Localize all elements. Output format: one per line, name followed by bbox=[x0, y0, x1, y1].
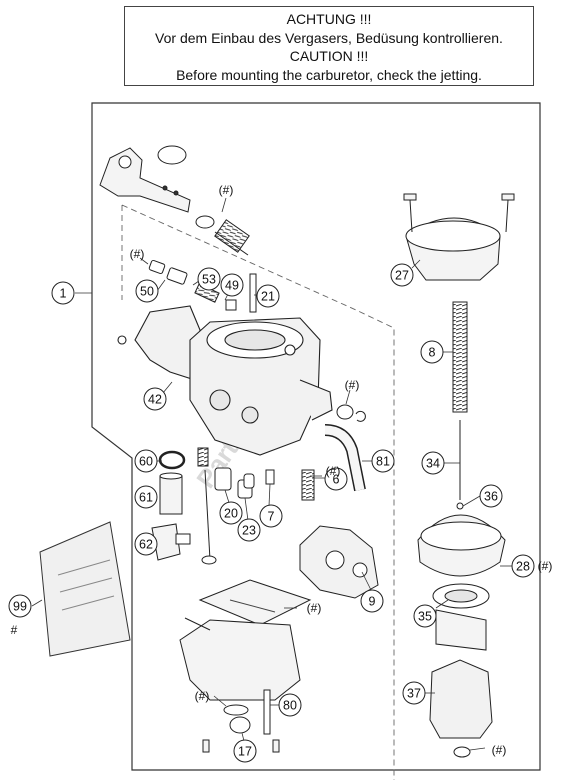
callout-53: 53 bbox=[197, 267, 221, 291]
jetting-kit-bag bbox=[39, 521, 131, 657]
callout-28: 28 bbox=[511, 554, 535, 578]
hash-mark-2: (#) bbox=[130, 247, 145, 261]
small-parts bbox=[151, 447, 315, 565]
hash-mark-4: (#) bbox=[326, 464, 341, 478]
callout-62: 62 bbox=[134, 532, 158, 556]
hash-mark-6: (#) bbox=[307, 601, 322, 615]
callout-20: 20 bbox=[219, 501, 243, 525]
callout-81: 81 bbox=[371, 449, 395, 473]
notice-line-2: Vor dem Einbau des Vergasers, Bedüsung k… bbox=[155, 29, 503, 46]
callout-99: 99 bbox=[8, 594, 32, 618]
callout-80: 80 bbox=[278, 693, 302, 717]
callout-60: 60 bbox=[134, 449, 158, 473]
callout-8: 8 bbox=[420, 340, 444, 364]
svg-text:36: 36 bbox=[484, 490, 498, 504]
svg-text:99: 99 bbox=[13, 600, 27, 614]
callout-27: 27 bbox=[390, 263, 414, 287]
dashed-boundary bbox=[121, 204, 395, 780]
svg-text:7: 7 bbox=[268, 510, 275, 524]
svg-text:50: 50 bbox=[140, 285, 154, 299]
hash-mark-7: (#) bbox=[195, 689, 210, 703]
svg-text:81: 81 bbox=[376, 455, 390, 469]
callout-37: 37 bbox=[402, 681, 426, 705]
jet-screws bbox=[148, 259, 257, 313]
svg-text:1: 1 bbox=[60, 287, 67, 301]
callout-23: 23 bbox=[237, 518, 261, 542]
svg-text:53: 53 bbox=[202, 273, 216, 287]
throttle-lever bbox=[99, 145, 191, 213]
svg-text:35: 35 bbox=[418, 610, 432, 624]
float-bowl bbox=[179, 579, 312, 753]
diaphragm bbox=[417, 514, 506, 651]
hash-mark-5: (#) bbox=[538, 559, 553, 573]
callout-50: 50 bbox=[135, 279, 159, 303]
svg-text:61: 61 bbox=[139, 491, 153, 505]
svg-text:28: 28 bbox=[516, 560, 530, 574]
carburetor-body bbox=[117, 305, 333, 456]
callout-9: 9 bbox=[360, 589, 384, 613]
callout-42: 42 bbox=[143, 387, 167, 411]
svg-text:60: 60 bbox=[139, 455, 153, 469]
callout-7: 7 bbox=[259, 504, 283, 528]
svg-text:8: 8 bbox=[429, 346, 436, 360]
accelerator-pump bbox=[299, 525, 379, 599]
notice-line-4: Before mounting the carburetor, check th… bbox=[176, 66, 482, 83]
svg-text:23: 23 bbox=[242, 524, 256, 538]
callout-36: 36 bbox=[479, 484, 503, 508]
throttle-spring bbox=[195, 215, 250, 256]
callout-35: 35 bbox=[413, 604, 437, 628]
callout-34: 34 bbox=[421, 451, 445, 475]
callout-6: 6 bbox=[324, 467, 348, 491]
callout-21: 21 bbox=[256, 284, 280, 308]
notice-line-1: ACHTUNG !!! bbox=[286, 11, 372, 27]
o-ring bbox=[336, 404, 354, 420]
callout-1: 1 bbox=[51, 281, 75, 305]
callout-17: 17 bbox=[233, 739, 257, 763]
hash-mark-3: (#) bbox=[345, 378, 360, 392]
hash-mark-8: (#) bbox=[492, 743, 507, 757]
slide-spring bbox=[452, 301, 468, 510]
svg-text:21: 21 bbox=[261, 290, 275, 304]
hash-mark-9: # bbox=[11, 623, 18, 637]
svg-text:62: 62 bbox=[139, 538, 153, 552]
svg-text:20: 20 bbox=[224, 507, 238, 521]
svg-text:9: 9 bbox=[369, 595, 376, 609]
hash-mark-1: (#) bbox=[219, 183, 234, 197]
svg-text:34: 34 bbox=[426, 457, 440, 471]
svg-text:49: 49 bbox=[225, 279, 239, 293]
assembly-frame bbox=[91, 102, 541, 771]
caution-notice: ACHTUNG !!! Vor dem Einbau des Vergasers… bbox=[124, 6, 534, 86]
notice-line-3: CAUTION !!! bbox=[289, 48, 369, 64]
svg-text:80: 80 bbox=[283, 699, 297, 713]
throttle-slide bbox=[429, 659, 493, 758]
callout-49: 49 bbox=[220, 273, 244, 297]
svg-text:37: 37 bbox=[407, 687, 421, 701]
svg-text:17: 17 bbox=[238, 745, 252, 759]
svg-text:27: 27 bbox=[395, 269, 409, 283]
svg-text:6: 6 bbox=[333, 473, 340, 487]
callout-61: 61 bbox=[134, 485, 158, 509]
svg-text:42: 42 bbox=[148, 393, 162, 407]
carb-top-cap bbox=[403, 193, 515, 281]
